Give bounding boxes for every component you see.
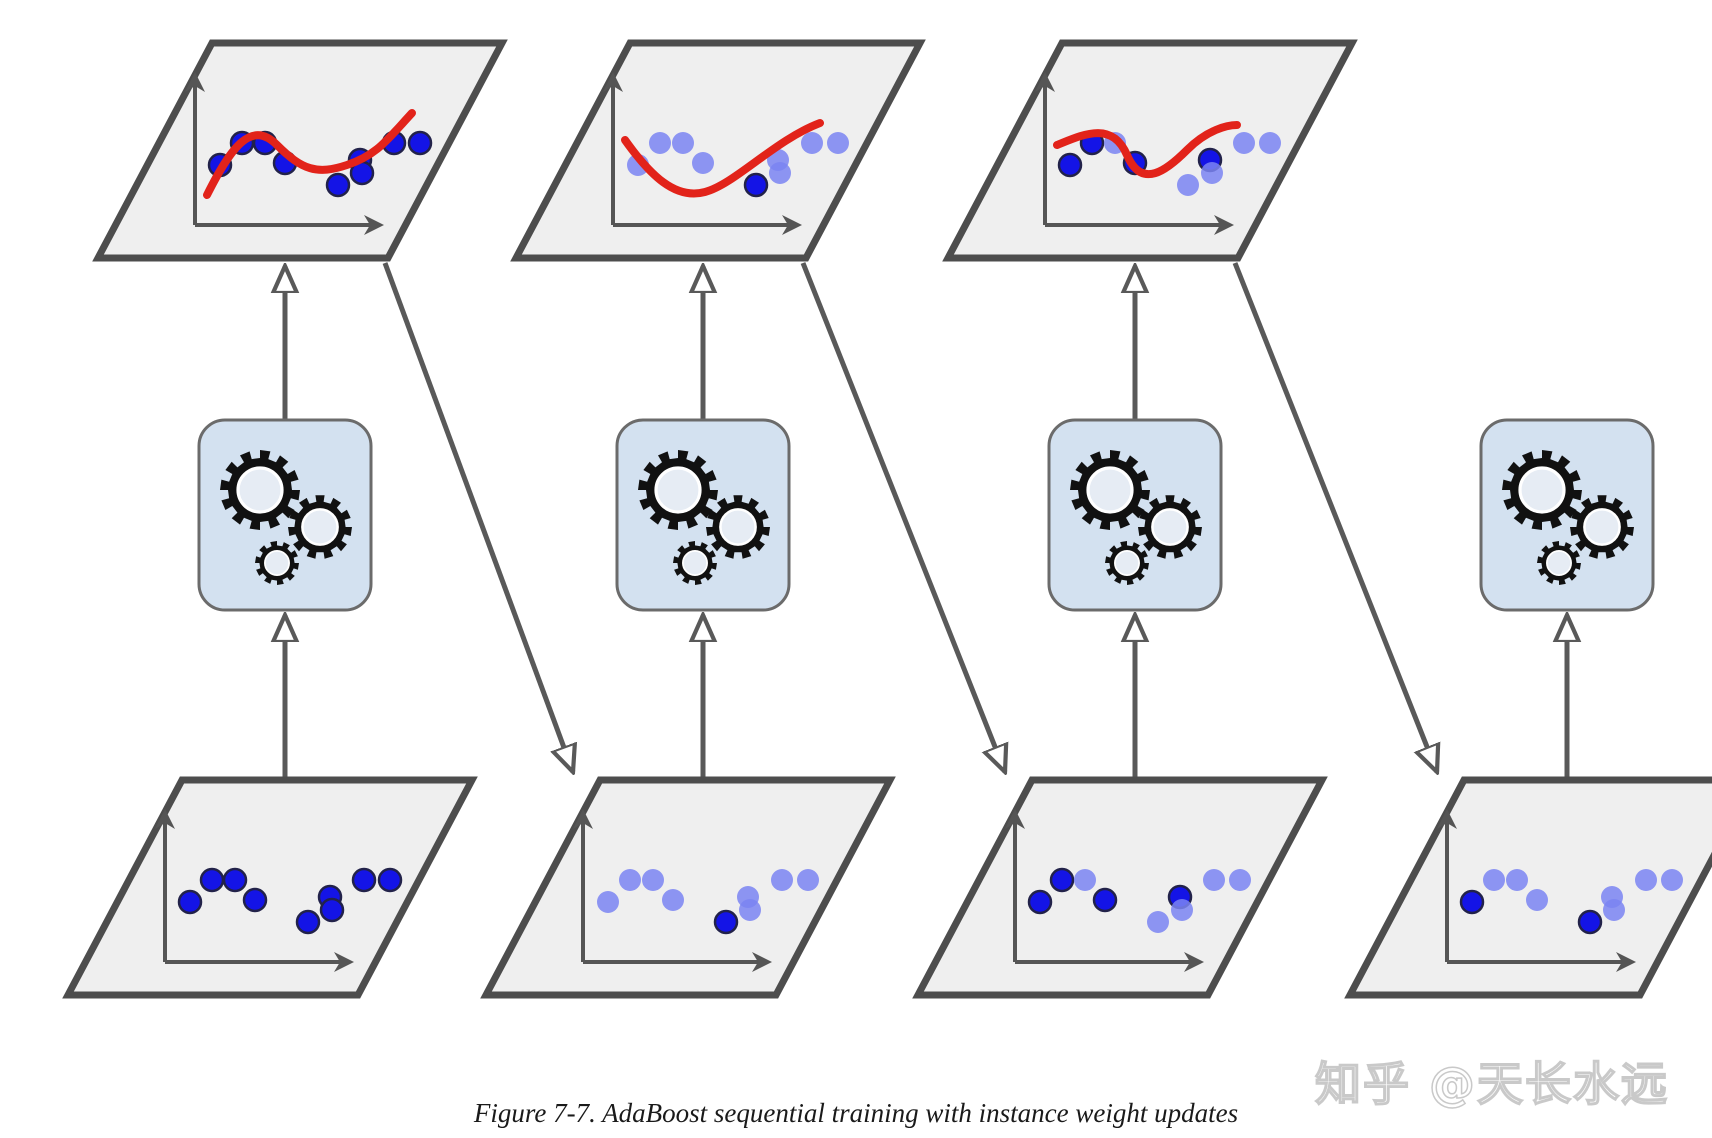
data-point bbox=[1229, 869, 1251, 891]
data-point bbox=[325, 172, 351, 198]
data-point bbox=[177, 889, 203, 915]
training-panel-1 bbox=[62, 776, 478, 999]
watermark: 知乎 @天长水远 bbox=[1314, 1056, 1670, 1112]
gear-hub bbox=[1546, 550, 1572, 576]
gear-large-icon bbox=[1502, 450, 1582, 530]
data-point bbox=[295, 909, 321, 935]
gear-hub bbox=[236, 466, 284, 514]
panel-frame bbox=[480, 776, 896, 999]
data-point bbox=[672, 132, 694, 154]
data-point bbox=[222, 867, 248, 893]
panel-frame bbox=[942, 39, 1358, 262]
gear-hub bbox=[1583, 508, 1621, 546]
data-point bbox=[1459, 889, 1485, 915]
data-point bbox=[827, 132, 849, 154]
data-point bbox=[351, 867, 377, 893]
data-point bbox=[642, 869, 664, 891]
gear-medium-icon bbox=[706, 495, 770, 559]
data-point bbox=[743, 172, 769, 198]
panel-frame bbox=[92, 39, 508, 262]
data-point bbox=[1201, 162, 1223, 184]
arrow-weight-update bbox=[1232, 262, 1437, 772]
fit-curve bbox=[203, 109, 416, 199]
gear-large-icon bbox=[1070, 450, 1150, 530]
data-point bbox=[1049, 867, 1075, 893]
fit-curve bbox=[1053, 121, 1241, 179]
arrow-weight-update bbox=[800, 262, 1005, 772]
data-point bbox=[1506, 869, 1528, 891]
gear-medium-icon bbox=[1570, 495, 1634, 559]
data-point bbox=[662, 889, 684, 911]
data-point bbox=[1074, 869, 1096, 891]
gear-large-icon bbox=[638, 450, 718, 530]
gear-small-icon bbox=[673, 541, 717, 585]
data-point bbox=[769, 162, 791, 184]
figure-caption: Figure 7-7. AdaBoost sequential training… bbox=[473, 1098, 1239, 1128]
gear-small-icon bbox=[255, 541, 299, 585]
data-point bbox=[1177, 174, 1199, 196]
data-point bbox=[1603, 899, 1625, 921]
data-point bbox=[319, 897, 345, 923]
predictor-box-2 bbox=[615, 418, 791, 612]
gear-large-icon bbox=[220, 450, 300, 530]
gear-medium-icon bbox=[288, 495, 352, 559]
data-point bbox=[1233, 132, 1255, 154]
data-point bbox=[692, 152, 714, 174]
data-point bbox=[1526, 889, 1548, 911]
data-point bbox=[407, 130, 433, 156]
data-point bbox=[377, 867, 403, 893]
gear-hub bbox=[1114, 550, 1140, 576]
panel-frame bbox=[1344, 776, 1712, 999]
gear-medium-icon bbox=[1138, 495, 1202, 559]
data-point bbox=[1027, 889, 1053, 915]
predictor-box-1 bbox=[197, 418, 373, 612]
data-point bbox=[1171, 899, 1193, 921]
data-point bbox=[1057, 152, 1083, 178]
data-point bbox=[1483, 869, 1505, 891]
gear-hub bbox=[1151, 508, 1189, 546]
panel-frame bbox=[912, 776, 1328, 999]
arrow-weight-update bbox=[382, 262, 573, 772]
gear-hub bbox=[654, 466, 702, 514]
prediction-panel-3 bbox=[942, 39, 1358, 262]
fit-curve bbox=[621, 119, 824, 198]
gear-small-icon bbox=[1537, 541, 1581, 585]
panel-frame bbox=[510, 39, 926, 262]
data-point bbox=[801, 132, 823, 154]
prediction-panel-2 bbox=[510, 39, 926, 262]
data-point bbox=[242, 887, 268, 913]
gear-small-icon bbox=[1105, 541, 1149, 585]
data-point bbox=[1577, 909, 1603, 935]
data-point bbox=[1259, 132, 1281, 154]
data-point bbox=[713, 909, 739, 935]
data-point bbox=[1661, 869, 1683, 891]
data-point bbox=[1092, 887, 1118, 913]
data-point bbox=[619, 869, 641, 891]
predictor-box-4 bbox=[1479, 418, 1655, 612]
predictor-box-3 bbox=[1047, 418, 1223, 612]
data-point bbox=[1147, 911, 1169, 933]
panel-frame bbox=[62, 776, 478, 999]
gear-hub bbox=[1518, 466, 1566, 514]
gear-hub bbox=[682, 550, 708, 576]
data-point bbox=[649, 132, 671, 154]
data-point bbox=[739, 899, 761, 921]
gear-hub bbox=[264, 550, 290, 576]
gear-hub bbox=[719, 508, 757, 546]
training-panel-2 bbox=[480, 776, 896, 999]
gear-hub bbox=[1086, 466, 1134, 514]
data-point bbox=[1203, 869, 1225, 891]
data-point bbox=[597, 891, 619, 913]
data-point bbox=[797, 869, 819, 891]
data-point bbox=[771, 869, 793, 891]
gear-hub bbox=[301, 508, 339, 546]
training-panel-3 bbox=[912, 776, 1328, 999]
training-panel-4 bbox=[1344, 776, 1712, 999]
data-point bbox=[199, 867, 225, 893]
data-point bbox=[1635, 869, 1657, 891]
prediction-panel-1 bbox=[92, 39, 508, 262]
